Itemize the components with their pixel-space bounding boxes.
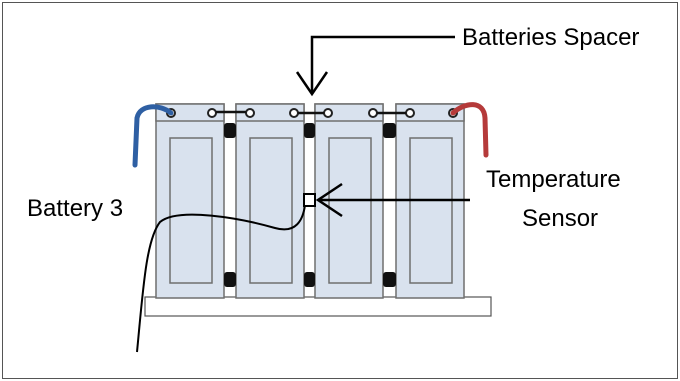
terminal-icon — [405, 108, 415, 118]
sensor-label: Sensor — [522, 205, 599, 232]
interconnect-straps — [216, 110, 406, 115]
batteries-spacer-label: Batteries Spacer — [462, 24, 640, 51]
spacer-block-icon — [383, 272, 396, 287]
terminal-icon — [207, 108, 217, 118]
battery-label-panel — [169, 137, 213, 284]
spacer-block-icon — [224, 123, 236, 138]
battery-spacers — [224, 123, 396, 287]
battery-label: Battery 3 — [27, 195, 124, 222]
positive-cable — [450, 102, 489, 158]
terminal-icon — [245, 108, 255, 118]
spacer-block-icon — [304, 123, 315, 138]
temperature-label: Temperature — [486, 166, 621, 193]
terminal-icon — [368, 108, 378, 118]
sensor-wire — [136, 204, 306, 353]
battery-2 — [235, 103, 305, 299]
spacer-block-icon — [304, 272, 315, 287]
spacer-arrowhead-icon — [295, 71, 329, 97]
spacer-block-icon — [383, 123, 396, 138]
sensor-box-icon — [303, 193, 316, 207]
spacer-block-icon — [224, 272, 236, 287]
terminal-icon — [323, 108, 333, 118]
negative-cable — [132, 104, 174, 168]
battery-label-panel — [409, 137, 453, 284]
battery-label-panel — [249, 137, 293, 284]
terminal-icon — [289, 108, 299, 118]
sensor-arrowhead-icon — [315, 182, 343, 218]
base-plate — [144, 296, 492, 317]
battery-1 — [155, 103, 225, 299]
spacer-pointer-line — [310, 35, 455, 92]
